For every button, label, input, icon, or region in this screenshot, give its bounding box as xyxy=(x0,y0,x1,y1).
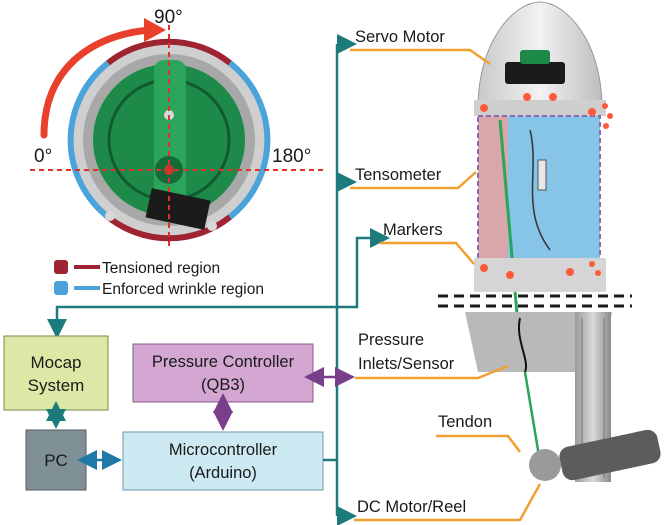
rotation-disc-figure: 90° 0° 180° xyxy=(30,7,325,250)
servo-in-cone xyxy=(505,62,565,84)
leader-tensometer xyxy=(350,171,477,190)
leader-markers xyxy=(380,241,475,265)
leader-dc-motor xyxy=(354,483,542,522)
angle-180-label: 180° xyxy=(272,146,311,167)
tendon-external xyxy=(523,371,542,463)
legend-swatch-tensioned xyxy=(54,260,68,274)
body-tensioned-left xyxy=(478,116,508,261)
lower-ring xyxy=(474,258,606,292)
pressure-controller-label-line1: Pressure Controller xyxy=(152,353,295,371)
pc-block xyxy=(25,429,87,491)
microcontroller-block xyxy=(122,431,324,491)
mocap-label-line2: System xyxy=(28,376,85,395)
microcontroller-label-line2: (Arduino) xyxy=(189,464,257,482)
legend-label-wrinkle: Enforced wrinkle region xyxy=(102,281,264,298)
label-pressure-line1: Pressure xyxy=(358,331,424,349)
pc-label: PC xyxy=(44,451,68,470)
upper-ring xyxy=(474,100,606,116)
label-servo-motor: Servo Motor xyxy=(355,28,445,46)
wrinkle-arc-right xyxy=(228,60,271,220)
leader-pressure xyxy=(355,364,509,380)
markers-to-mocap-link xyxy=(47,228,390,339)
label-dc-motor: DC Motor/Reel xyxy=(357,498,466,516)
marker-dots xyxy=(480,93,613,279)
label-tendon: Tendon xyxy=(438,413,492,431)
component-labels: Servo Motor Tensometer Markers Pressure … xyxy=(350,28,542,522)
servo-label-block xyxy=(145,188,211,230)
label-markers: Markers xyxy=(383,221,443,239)
microcontroller-label-line1: Microcontroller xyxy=(169,441,278,459)
wrinkle-arc-left xyxy=(67,60,110,220)
angle-90-label: 90° xyxy=(154,7,183,28)
leader-servo-motor xyxy=(350,48,491,66)
mocap-block xyxy=(3,335,109,411)
robot-illustration xyxy=(438,1,661,482)
dc-motor xyxy=(559,429,661,481)
servo-horn-in-cone xyxy=(520,50,550,64)
mocap-label-line1: Mocap xyxy=(30,353,81,372)
label-tensometer: Tensometer xyxy=(355,166,442,184)
label-pressure-line2: Inlets/Sensor xyxy=(358,355,455,373)
tensometer-sensor xyxy=(537,159,547,191)
reel xyxy=(529,449,561,481)
legend-label-tensioned: Tensioned region xyxy=(102,260,220,277)
pressure-controller-label-line2: (QB3) xyxy=(201,376,245,394)
rotation-arrow xyxy=(40,26,154,139)
legend: Tensioned region Enforced wrinkle region xyxy=(54,260,264,298)
disc-screw-right xyxy=(207,221,217,231)
tensioned-arc-top xyxy=(106,38,232,66)
disc-screw-left xyxy=(105,211,115,221)
rotation-arrow-head xyxy=(144,18,166,42)
angle-0-label: 0° xyxy=(34,146,52,167)
pressure-tube xyxy=(517,317,528,373)
internal-wire xyxy=(529,129,551,251)
legend-swatch-wrinkle xyxy=(54,281,68,295)
leader-tendon xyxy=(436,434,521,453)
body-wrinkle xyxy=(508,116,600,261)
